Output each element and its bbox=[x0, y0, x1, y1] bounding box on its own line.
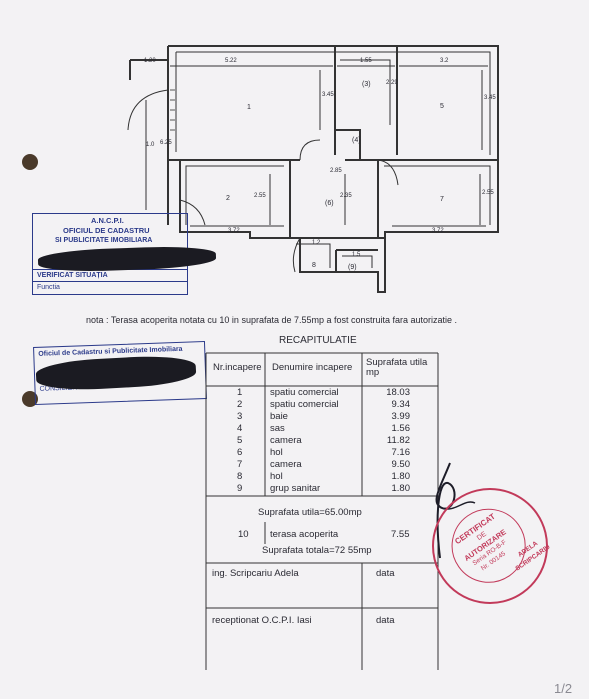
dim-label: 3.45 bbox=[484, 95, 496, 101]
row10-area: 7.55 bbox=[391, 529, 410, 540]
row-area: 1.80 bbox=[391, 471, 411, 482]
row-name: hol bbox=[270, 447, 283, 458]
stamp-text: Functia bbox=[37, 284, 60, 291]
dim-label: 1.2 bbox=[312, 240, 321, 246]
dim-label: 2.85 bbox=[330, 168, 342, 174]
dim-label: 6.25 bbox=[160, 140, 172, 146]
col-header-name: Denumire incapere bbox=[272, 362, 353, 373]
stamp-text: OFICIUL DE CADASTRU bbox=[63, 226, 150, 235]
dim-label: 2.55 bbox=[254, 193, 266, 199]
room-number: 1 bbox=[247, 104, 251, 111]
row-nr: 8 bbox=[237, 471, 243, 482]
row-area: 11.82 bbox=[386, 435, 410, 446]
punch-hole bbox=[22, 154, 38, 170]
dim-label: 3.45 bbox=[322, 92, 334, 98]
page-indicator: 1/2 bbox=[554, 681, 573, 696]
room-number: 7 bbox=[440, 196, 444, 203]
dim-label: 2.35 bbox=[340, 193, 352, 199]
row-area: 1.56 bbox=[391, 423, 411, 434]
row-nr: 9 bbox=[237, 483, 243, 494]
recap-title: RECAPITULATIE bbox=[279, 335, 357, 346]
stamp-text: A.N.C.P.I. bbox=[91, 216, 124, 225]
ocpi-received: receptionat O.C.P.I. Iasi bbox=[212, 615, 312, 626]
total-util: Suprafata utila=65.00mp bbox=[258, 507, 362, 518]
room-number: 8 bbox=[312, 262, 316, 269]
row-area: 7.16 bbox=[391, 447, 411, 458]
row-nr: 7 bbox=[237, 459, 243, 470]
engineer-sign: ing. Scripcariu Adela bbox=[212, 568, 299, 579]
row-area: 1.80 bbox=[391, 483, 411, 494]
col-header-area: Suprafata utila mp bbox=[366, 357, 428, 378]
dim-label: 5.22 bbox=[225, 58, 237, 64]
room-number: 5 bbox=[440, 103, 444, 110]
signature bbox=[435, 462, 476, 559]
row-name: spatiu comercial bbox=[270, 399, 339, 410]
dim-label: 3.72 bbox=[432, 228, 444, 234]
row-nr: 6 bbox=[237, 447, 243, 458]
punch-hole bbox=[22, 391, 38, 407]
row-area: 9.34 bbox=[391, 399, 411, 410]
row-nr: 4 bbox=[237, 423, 243, 434]
dim-label: 2.29 bbox=[386, 80, 398, 86]
room-number: (3) bbox=[362, 81, 371, 88]
row-nr: 3 bbox=[237, 411, 243, 422]
row-name: sas bbox=[270, 423, 285, 434]
row-name: grup sanitar bbox=[270, 483, 321, 494]
row-area: 18.03 bbox=[386, 387, 410, 398]
room-number: (4) bbox=[352, 137, 361, 144]
total-surface: Suprafata totala=72 55mp bbox=[262, 545, 372, 556]
date-label: data bbox=[376, 568, 395, 579]
dim-label: 1.20 bbox=[144, 58, 156, 64]
dim-label: 1.55 bbox=[360, 58, 372, 64]
note-text: nota : Terasa acoperita notata cu 10 in … bbox=[86, 315, 458, 325]
date-label: data bbox=[376, 615, 395, 626]
row-nr: 5 bbox=[237, 435, 243, 446]
row10-name: terasa acoperita bbox=[270, 529, 339, 540]
room-number: (9) bbox=[348, 264, 357, 271]
stamp-text: VERIFICAT SITUAȚIA bbox=[37, 272, 108, 279]
row-name: camera bbox=[270, 435, 302, 446]
row-area: 3.99 bbox=[391, 411, 411, 422]
row-name: baie bbox=[270, 411, 288, 422]
row-name: camera bbox=[270, 459, 302, 470]
col-header-nr: Nr.incapere bbox=[213, 362, 262, 373]
row10-nr: 10 bbox=[238, 529, 249, 540]
dim-label: 2.55 bbox=[482, 190, 494, 196]
dim-label: 3.72 bbox=[228, 228, 240, 234]
row-name: spatiu comercial bbox=[270, 387, 339, 398]
room-number: 2 bbox=[226, 195, 230, 202]
row-name: hol bbox=[270, 471, 283, 482]
dim-label: 1.0 bbox=[146, 142, 155, 148]
row-area: 9.50 bbox=[391, 459, 411, 470]
room-number: (6) bbox=[325, 200, 334, 207]
row-nr: 1 bbox=[237, 387, 243, 398]
dim-label: 1.5 bbox=[352, 252, 361, 258]
dim-label: 3.2 bbox=[440, 58, 449, 64]
stamp-text: SI PUBLICITATE IMOBILIARA bbox=[55, 237, 153, 244]
row-nr: 2 bbox=[237, 399, 243, 410]
